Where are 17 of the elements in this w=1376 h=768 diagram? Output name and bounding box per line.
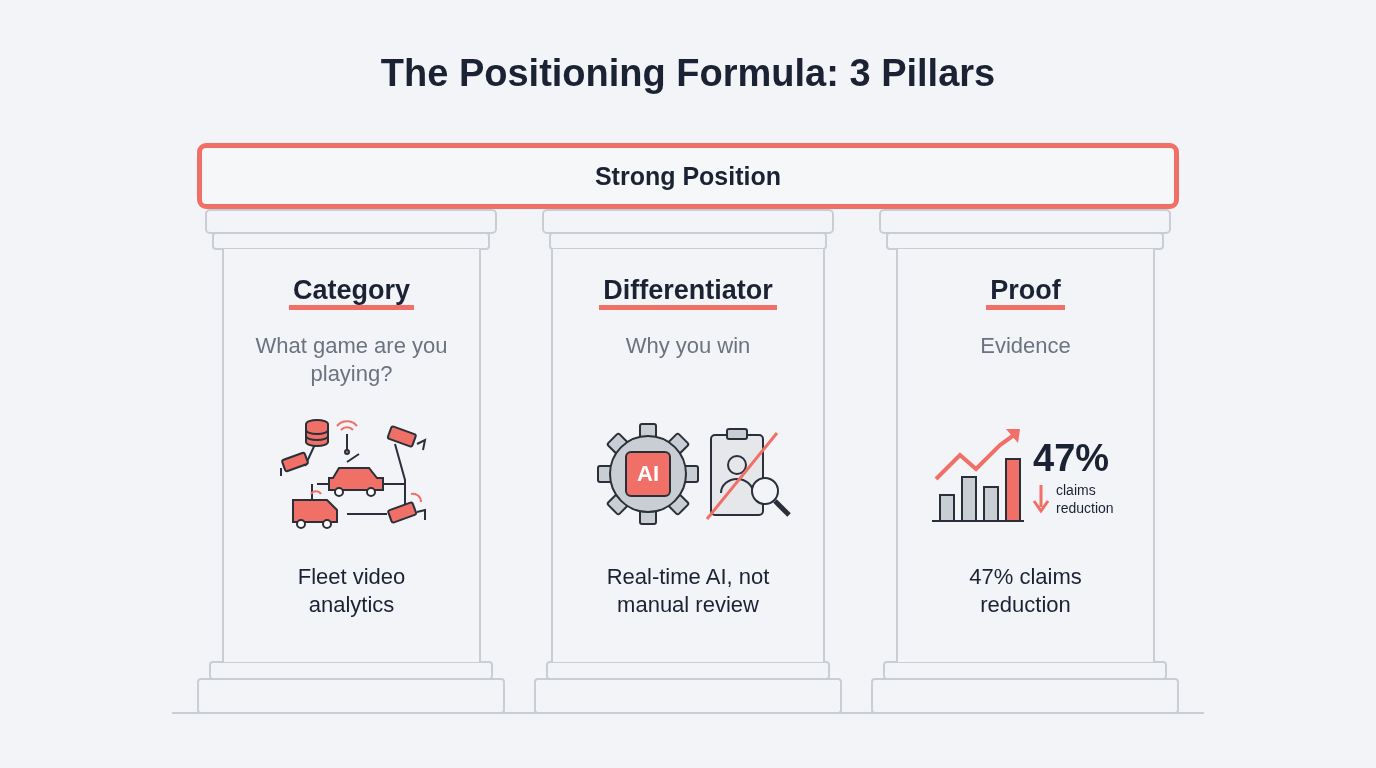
percentage-value: 47% bbox=[1033, 437, 1110, 480]
pillar-column bbox=[896, 249, 1155, 662]
pillar-question: What game are you playing? bbox=[254, 332, 449, 388]
stat-caption: claims reduction bbox=[1056, 481, 1115, 517]
pillar-heading: Differentiator bbox=[599, 275, 777, 310]
pillar-summary: 47% claims reduction bbox=[968, 563, 1083, 619]
pillar-summary: Real-time AI, not manual review bbox=[605, 563, 771, 619]
top-banner: Strong Position bbox=[197, 143, 1179, 209]
pillar-question: Why you win bbox=[624, 332, 752, 360]
pillar-summary: Fleet video analytics bbox=[296, 563, 407, 619]
ai-chip-label: AI bbox=[636, 461, 660, 487]
pillar-column bbox=[222, 249, 481, 662]
pillar-question: Evidence bbox=[979, 332, 1072, 360]
pillar-column bbox=[551, 249, 825, 662]
pillar-heading: Category bbox=[289, 275, 414, 310]
title: The Positioning Formula: 3 Pillars bbox=[379, 52, 997, 95]
pillar-heading: Proof bbox=[986, 275, 1065, 310]
